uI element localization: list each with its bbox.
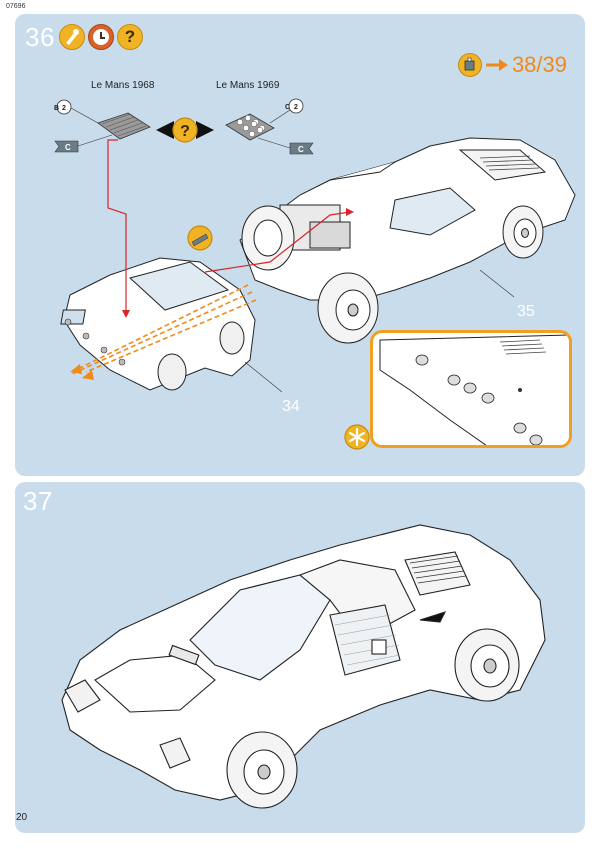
reference-step-number: 38/39 <box>511 52 567 77</box>
qty-bubble-right <box>288 98 304 114</box>
paint-brush-icon <box>59 24 85 50</box>
alignment-guides <box>71 284 257 375</box>
step-number: 37 <box>23 486 53 516</box>
sprue-tag-right <box>257 137 314 155</box>
svg-text:?: ? <box>180 123 190 140</box>
arrow-right-icon <box>485 59 508 71</box>
part-number-35: 35 <box>517 303 535 320</box>
step-reference: 38/39 <box>457 52 567 78</box>
document-number: 07696 <box>6 3 26 10</box>
question-icon: ? <box>117 24 143 50</box>
assembled-car <box>61 524 546 809</box>
version-label-1969: Le Mans 1969 <box>216 80 280 91</box>
sprue-letter-right: C <box>298 145 304 154</box>
part-qty-right: 2 <box>294 104 298 111</box>
part-letter-left: B <box>54 105 59 112</box>
glue-tube-icon <box>457 53 482 77</box>
choice-question-icon <box>172 117 198 143</box>
grille-part-1969 <box>225 113 275 141</box>
step-number: 36 <box>25 22 55 52</box>
guide-line-red <box>107 139 127 312</box>
version-label-1968: Le Mans 1968 <box>91 80 155 91</box>
part-number-34: 34 <box>282 398 300 415</box>
detail-callout <box>370 330 572 448</box>
qty-bubble-left <box>56 99 72 115</box>
grille-part-1968 <box>97 112 151 140</box>
part-letter-right: C <box>285 104 290 111</box>
car-body-34 <box>60 257 256 391</box>
car-chassis-35 <box>239 137 576 344</box>
choice-arrow-left <box>156 121 174 139</box>
part-qty-left: 2 <box>62 105 66 112</box>
glue-icon <box>187 225 213 251</box>
choice-arrow-right <box>196 121 214 139</box>
asterisk-icon <box>344 424 370 450</box>
page-number: 20 <box>16 812 28 823</box>
clock-icon <box>88 24 114 50</box>
sprue-tag-left <box>54 134 113 153</box>
sprue-letter-left: C <box>65 143 71 152</box>
